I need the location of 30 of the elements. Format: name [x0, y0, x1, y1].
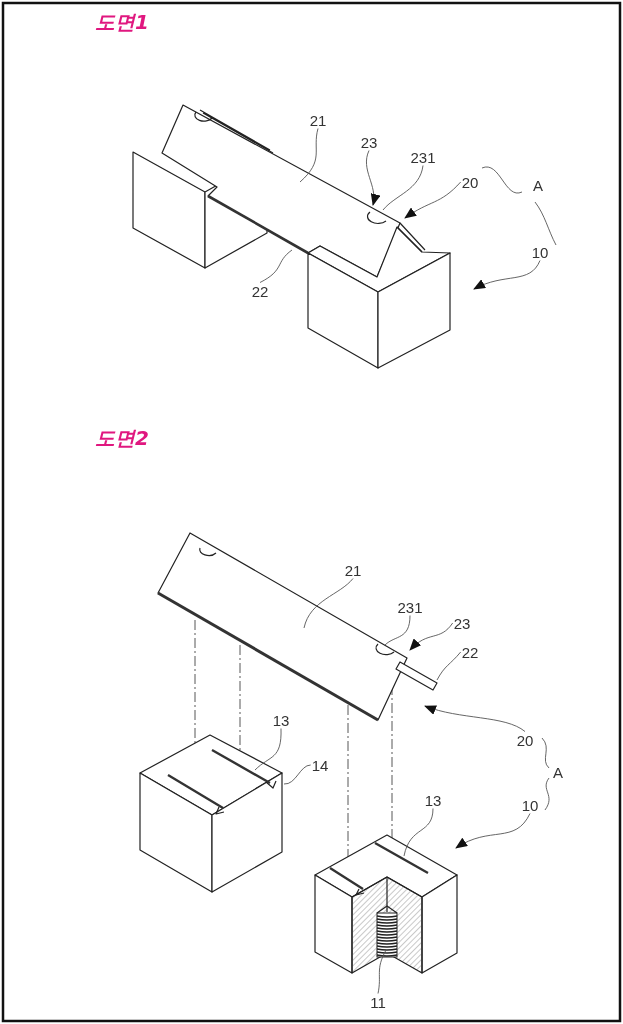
callout-number: 22 — [460, 643, 480, 661]
callout-letter: A — [552, 763, 564, 781]
callout-number: 23 — [359, 133, 379, 151]
leader-line — [299, 128, 319, 183]
leader-line — [403, 808, 434, 857]
figure-title: 도면2 — [95, 428, 149, 448]
callout-number: 231 — [396, 598, 424, 616]
callout-number: 13 — [271, 711, 291, 729]
callout-number: 13 — [423, 791, 443, 809]
leader-line — [259, 249, 293, 283]
callout-number: 11 — [369, 993, 387, 1011]
leader-line — [254, 728, 282, 771]
leader-line — [382, 165, 424, 211]
callout-number: 20 — [460, 173, 480, 191]
callout-letter: A — [532, 176, 544, 194]
leader-line — [303, 578, 354, 629]
callout-number: 21 — [308, 111, 328, 129]
callout-number: 23 — [452, 614, 472, 632]
callout-number: 10 — [530, 243, 550, 261]
leader-line — [377, 949, 387, 994]
leader-line — [283, 764, 312, 785]
callout-number: 20 — [515, 731, 535, 749]
figure-title: 도면1 — [95, 12, 149, 32]
callout-number: 10 — [520, 796, 540, 814]
callout-number: 231 — [409, 148, 437, 166]
leader-line — [436, 651, 462, 681]
callout-number: 14 — [310, 756, 330, 774]
callout-number: 22 — [250, 282, 270, 300]
leader-line — [384, 615, 411, 646]
callout-number: 21 — [343, 561, 363, 579]
